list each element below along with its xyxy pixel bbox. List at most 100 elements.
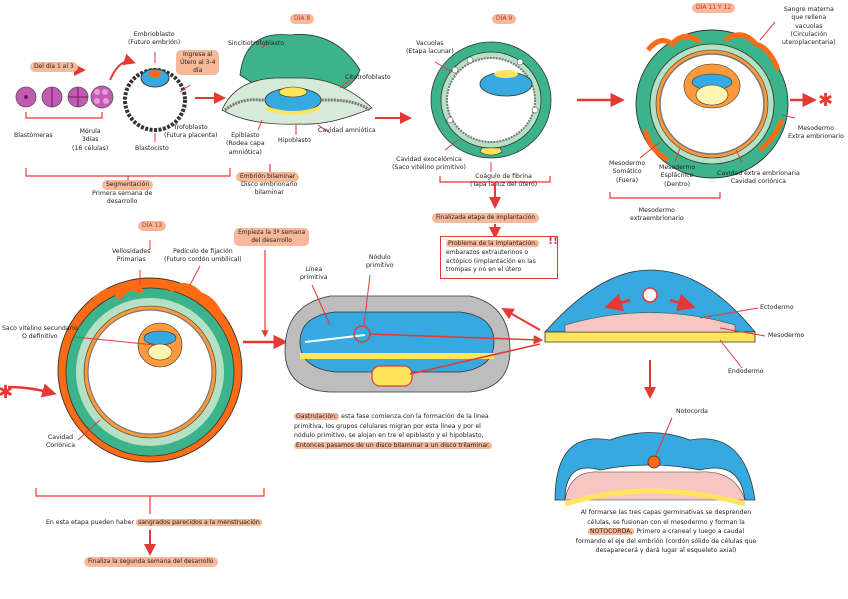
embrioblasto-label: Embrioblasto (Futuro embrión)	[128, 31, 181, 47]
day9-drawing	[430, 41, 552, 159]
notocorda-line3: Primero a craneal y luego a caudal	[636, 528, 745, 536]
mesodermo-extraembrionario-bottom-label: Mesodermo extraembrionario	[630, 207, 684, 223]
day-13-tag: DÍA 13	[138, 221, 167, 231]
implantation-problem-box: Problema de la implantación: embarazos e…	[440, 236, 558, 280]
mesodermo-extraembrionario-label: Mesodermo Extra embrionario	[788, 125, 844, 141]
notocorda-line4: formando el eje del embrión (cordón sóli…	[575, 537, 757, 545]
vellosidades-label: Vellosidades Primarias	[112, 248, 151, 264]
arrow	[317, 124, 331, 134]
gastrulacion-end: Entonces pasamos de un disco bilaminar a…	[294, 441, 492, 449]
blastocisto-label: Blastocisto	[135, 145, 169, 152]
sincitiotrofoblasto-label: Sincitiotrofoblasto	[228, 40, 285, 47]
bracket	[25, 112, 103, 119]
arrow	[444, 139, 459, 151]
arrow	[363, 274, 371, 326]
arrow	[674, 147, 681, 163]
gastrulacion-text: esta fase comienza con la formación de l…	[294, 413, 489, 440]
citotrofoblasto-label: Citotrofoblasto	[345, 74, 391, 81]
exclamation-icon: !!	[548, 234, 559, 247]
cavidad-corionica-label: Cavidad Coriónica	[46, 434, 75, 450]
day-11-12-tag: DÍA 11 Y 12	[692, 3, 736, 13]
blastomere-stages	[15, 85, 114, 109]
segmentacion-subtitle: Primera semana de desarrollo	[92, 190, 153, 206]
morula-label: Mórula 3días (16 células)	[72, 128, 109, 152]
day-9-tag: DÍA 9	[492, 14, 517, 24]
problem-body: embarazos extrauterinos o ectópico (impl…	[446, 248, 536, 274]
linea-primitiva-label: Línea primitiva	[300, 266, 328, 282]
arrow	[434, 61, 453, 73]
problem-title: Problema de la implantación:	[446, 240, 540, 247]
finalizada-implantacion-tag: Finalizada etapa de implantación	[432, 213, 540, 223]
day8-drawing	[221, 34, 373, 125]
notocorda-line2: células, se fusionan con el mesodermo y …	[587, 518, 745, 526]
asterisk-icon: ✱	[818, 90, 833, 111]
epiblasto-label: Epiblasto (Rodea capa amniótica)	[226, 132, 265, 156]
sangre-materna-label: Sangre materna que rellena vacuolas (Cir…	[782, 6, 836, 47]
nodulo-primitivo-label: Nódulo primitivo	[366, 254, 394, 270]
day-8-tag: DÍA 8	[290, 14, 315, 24]
day-1-3-tag: Del día 1 al 3	[30, 62, 78, 72]
arrow	[759, 21, 776, 41]
bracket	[35, 488, 265, 497]
trilaminar-disc-drawing	[284, 295, 511, 393]
arrow	[261, 41, 269, 49]
coagulo-fibrina-label: Coágulo de fibrina (Tapa la luz del úter…	[470, 173, 538, 189]
segmentacion-tag: Segmentación	[102, 180, 154, 190]
germ-layers-section	[544, 269, 756, 343]
notocorda-highlight: NOTOCORDA,	[587, 528, 635, 536]
arrow	[189, 265, 201, 286]
arrow	[719, 339, 743, 369]
day11-12-drawing	[635, 29, 789, 179]
arrow	[7, 383, 57, 398]
cavidad-extraembrionaria-label: Cavidad extra embrionaria Cavidad corión…	[717, 170, 800, 186]
arrow	[699, 307, 759, 319]
notocorda-paragraph: Al formarse las tres capas germinativas …	[566, 508, 766, 556]
sangrados-pre: En esta etapa pueden haber	[46, 519, 134, 526]
arrow	[311, 284, 331, 326]
pediculo-label: Pedículo de fijación (Futuro cordón umbi…	[164, 248, 242, 264]
notocorda-line5: desaparecerá y dará lugar al esqueleto a…	[595, 547, 737, 555]
arrow	[639, 141, 661, 159]
arrow	[339, 79, 351, 89]
arrow	[719, 327, 766, 337]
cavidad-exocelomica-label: Cavidad exocelómica (Saco vitelino primi…	[392, 156, 466, 172]
bracket	[609, 192, 721, 199]
day13-drawing	[57, 277, 243, 463]
arrow	[735, 149, 743, 163]
disco-bilaminar-label: Disco embrionario bilaminar	[241, 181, 298, 197]
saco-vitelino-label: Saco vitelino secundario O definitivo	[2, 325, 78, 341]
arrow	[781, 114, 796, 119]
arrow	[257, 119, 263, 131]
vacuolas-label: Vacuolas (Etapa lacunar)	[406, 40, 454, 56]
notochord-section	[554, 432, 756, 507]
blastomeras-label: Blastómeras	[14, 132, 53, 139]
cavidad-amniotica-label: Cavidad amniótica	[318, 127, 376, 134]
arrow	[409, 343, 541, 375]
hipoblasto-label: Hipoblasto	[278, 137, 311, 144]
ingresa-utero-tag: Ingresa al Útero al 3-4 día	[176, 50, 220, 76]
embrion-bilaminar-tag: Embrión bilaminar	[236, 172, 300, 182]
mesodermo-esplacnico-label: Mesodermo Esplácnico (Dentro)	[659, 164, 696, 188]
arrow	[179, 84, 191, 93]
gastrulacion-paragraph: Gastrulación: esta fase comienza con la …	[294, 412, 514, 450]
empieza-tercera-semana-tag: Empieza la 3ª semana del desarrollo	[234, 228, 310, 246]
arrow	[369, 333, 544, 345]
trofoblasto-label: Trofoblasto (Futura placenta)	[164, 124, 218, 140]
mesodermo-somatico-label: Mesodermo Somático (Fuera)	[609, 160, 646, 184]
ectodermo-label: Ectodermo	[760, 304, 794, 311]
arrow	[501, 308, 541, 331]
sangrados-highlight: sangrados parecidos a la menstruación	[135, 519, 262, 526]
blastocyst-drawing	[123, 68, 187, 132]
notocorda-line1: Al formarse las tres capas germinativas …	[580, 509, 752, 516]
arrow	[109, 53, 136, 81]
asterisk-icon: ✱	[0, 382, 13, 403]
bracket	[25, 168, 231, 177]
sangrados-paragraph: En esta etapa pueden haber sangrados par…	[46, 518, 286, 528]
arrow	[77, 419, 101, 441]
endodermo-label: Endodermo	[728, 368, 764, 375]
arrow	[655, 417, 673, 456]
mesodermo-label: Mesodermo	[768, 332, 805, 339]
notocorda-label: Notocorda	[676, 408, 708, 415]
